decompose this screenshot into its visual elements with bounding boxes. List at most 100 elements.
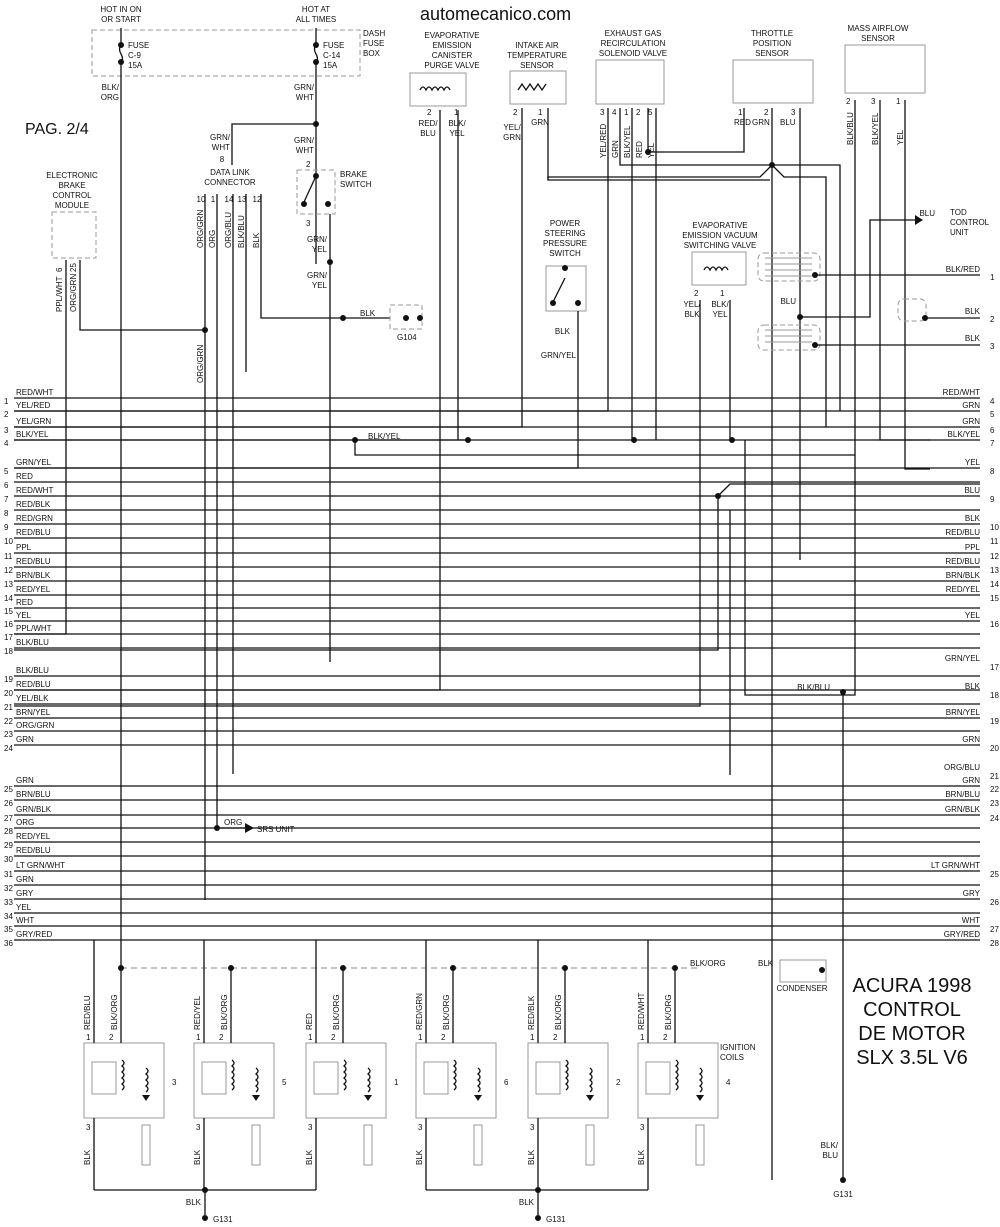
cylinder-number: 5	[282, 1078, 287, 1087]
left-wire-label: GRN	[16, 735, 34, 744]
fuse-source-label: HOT AT	[302, 5, 330, 14]
coil-driver	[423, 1061, 449, 1095]
right-wire-label: BLK/YEL	[948, 430, 981, 439]
diode-icon	[252, 1095, 260, 1101]
pin-wire-label: ORG/BLU	[224, 212, 233, 248]
pin-wire-label: BLK/YEL	[623, 125, 632, 158]
pin-number: 3	[600, 108, 605, 117]
right-wire-label: YEL	[965, 611, 981, 620]
yel-blk-wire	[14, 300, 701, 707]
pin-wire-label: BLK/ORG	[220, 994, 229, 1030]
coil-driver	[535, 1061, 561, 1095]
right-pin-number: 5	[990, 410, 995, 419]
ebcm-box	[51, 211, 97, 259]
coil-winding-icon	[476, 1067, 481, 1093]
splice-dot	[819, 967, 825, 973]
left-pin-number: 21	[4, 703, 13, 712]
srs-name: SRS UNIT	[257, 825, 294, 834]
evap-purge-name: PURGE VALVE	[424, 61, 479, 70]
spark-plug-icon	[363, 1124, 373, 1166]
left-wire-label: BRN/BLU	[16, 790, 51, 799]
left-pin-number: 24	[4, 744, 13, 753]
left-wire-label: BLK/BLU	[16, 638, 49, 647]
pin-number: 3	[86, 1123, 91, 1132]
wire-label: BLK/YEL	[368, 432, 401, 441]
evap-purge-name: CANISTER	[432, 51, 473, 60]
right-pin-number: 7	[990, 439, 995, 448]
fuse-source-label: ALL TIMES	[296, 15, 336, 24]
site-title: automecanico.com	[420, 4, 571, 24]
wire-label: ORG	[224, 818, 242, 827]
left-pin-number: 26	[4, 799, 13, 808]
ps-switch-name: STEERING	[545, 229, 586, 238]
diode-icon	[474, 1095, 482, 1101]
pin-wire-label: GRN	[611, 140, 620, 158]
spark-plug-icon	[473, 1124, 483, 1166]
splice-dot	[228, 965, 234, 971]
wire-label: BLK/	[821, 1141, 839, 1150]
splice-dot	[340, 965, 346, 971]
right-pin-number: 18	[990, 691, 999, 700]
right-wire-label: RED/BLU	[945, 557, 980, 566]
right-wire-label: GRN/YEL	[945, 654, 981, 663]
yel-bus	[14, 496, 719, 651]
arrow-icon	[245, 823, 254, 833]
pin-wire-label: BLK/ORG	[554, 994, 563, 1030]
wire-label: YEL	[312, 281, 328, 290]
left-wire-label: BRN/BLK	[16, 571, 51, 580]
pin-number: 3	[418, 1123, 423, 1132]
coil-driver	[313, 1061, 339, 1095]
wire-label: BLK	[519, 1198, 535, 1207]
right-pin-number: 17	[990, 663, 999, 672]
pin-wire-label: RED/WHT	[637, 993, 646, 1030]
fuse-terminal	[313, 42, 319, 48]
cylinder-number: 2	[616, 1078, 621, 1087]
wire-label: GRN/YEL	[541, 351, 577, 360]
left-pin-number: 19	[4, 675, 13, 684]
left-pin-number: 1	[4, 397, 9, 406]
condenser-box	[779, 959, 827, 983]
splice-dot	[325, 201, 331, 207]
spark-plug-icon	[585, 1124, 595, 1166]
wire-label: GRN	[752, 118, 770, 127]
right-wire-label: YEL	[965, 458, 981, 467]
pin-number: 14	[225, 195, 234, 204]
splice-dot	[450, 965, 456, 971]
egr-grn-wire	[619, 108, 770, 166]
right-pin-number: 19	[990, 717, 999, 726]
fuse-wire-label: BLK/	[102, 83, 120, 92]
left-wire-label: RED/BLK	[16, 500, 51, 509]
evap-vacuum-box	[691, 251, 747, 286]
iat-box	[509, 70, 567, 105]
left-pin-number: 3	[4, 426, 9, 435]
pin-number: 10	[197, 195, 206, 204]
pin-wire-label: BLK	[252, 232, 261, 248]
cylinder-number: 4	[726, 1078, 731, 1087]
pin-number: 3	[306, 219, 311, 228]
coil-winding-icon	[230, 1059, 235, 1091]
left-pin-number: 7	[4, 495, 9, 504]
wire-label: RED/	[418, 119, 438, 128]
left-pin-number: 15	[4, 607, 13, 616]
pin-wire-label: RED	[305, 1013, 314, 1030]
wire-label: YEL	[712, 310, 728, 319]
resistor-icon	[517, 82, 547, 92]
splice-dot	[575, 300, 581, 306]
right-wire-label: GRN	[962, 776, 980, 785]
right-wire-label: WHT	[962, 916, 980, 925]
diagram-title: ACURA 1998	[853, 975, 972, 997]
shield-icon	[757, 252, 821, 282]
wire-label: BLK	[360, 309, 376, 318]
switch-contact	[303, 175, 317, 203]
left-wire-label: BRN/YEL	[16, 708, 51, 717]
left-pin-number: 16	[4, 620, 13, 629]
pin-number: 3	[530, 1123, 535, 1132]
fuse-wire-label: ORG	[101, 93, 119, 102]
fuse-label: 15A	[323, 61, 338, 70]
wire-label: 2	[513, 108, 518, 117]
coil-winding-icon	[452, 1059, 457, 1091]
wire-label: 3	[791, 108, 796, 117]
right-wire-label: BRN/BLU	[945, 790, 980, 799]
egr-box	[595, 59, 665, 105]
blu-bus	[717, 483, 980, 497]
